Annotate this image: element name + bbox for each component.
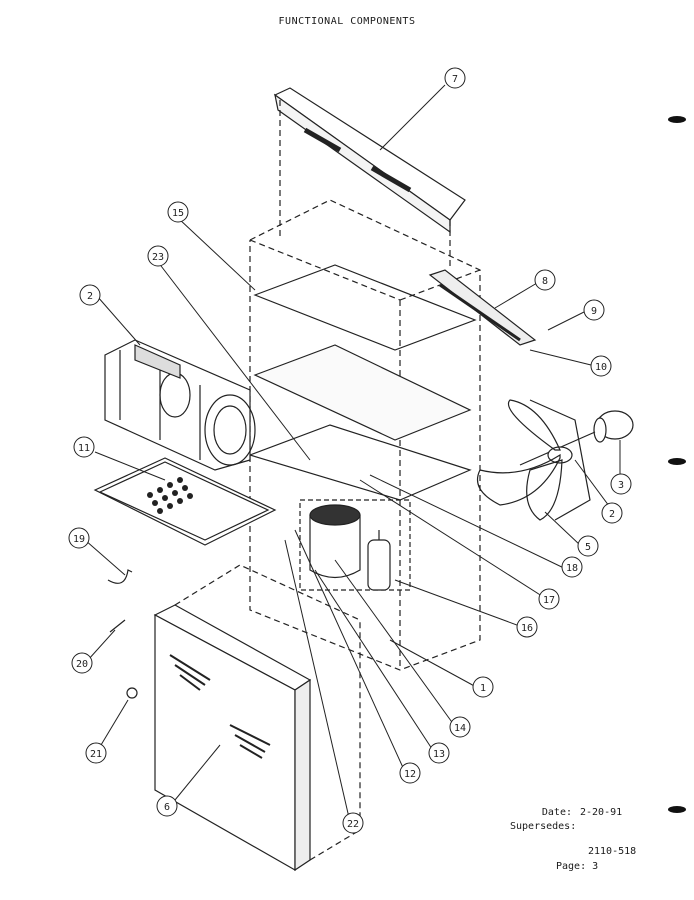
supersedes-row: Supersedes: — [510, 820, 622, 834]
callout-label: 1 — [480, 683, 486, 694]
filter-panel — [93, 457, 277, 546]
callout-10: 10 — [590, 355, 612, 377]
bottom-duct — [174, 564, 361, 861]
callout-label: 15 — [172, 208, 184, 219]
callout-label: 13 — [433, 749, 445, 760]
callout-label: 23 — [152, 252, 164, 263]
callout-21: 21 — [85, 742, 107, 764]
callout-label: 8 — [542, 276, 548, 287]
callout-label: 3 — [618, 480, 624, 491]
bracket-19 — [107, 569, 133, 584]
front-access-panel — [153, 604, 312, 872]
page-value: 3 — [592, 861, 599, 872]
knob-21 — [126, 687, 138, 699]
scan-mark — [668, 116, 686, 123]
leader-lines — [84, 84, 621, 823]
scan-mark — [668, 458, 686, 465]
callout-12: 12 — [399, 762, 421, 784]
date-row: Date: 2-20-91 — [510, 806, 622, 820]
callout-label: 22 — [347, 819, 359, 830]
callout-23: 23 — [147, 245, 169, 267]
callout-label: 5 — [585, 542, 591, 553]
blower-assembly — [104, 339, 256, 471]
callout-label: 19 — [73, 534, 85, 545]
callout-16: 16 — [516, 616, 538, 638]
callout-17: 17 — [538, 588, 560, 610]
callout-label: 21 — [90, 749, 102, 760]
page-row: Page: 3 — [556, 860, 598, 874]
callout-label: 18 — [566, 563, 578, 574]
date-value: 2-20-91 — [580, 807, 623, 818]
revision-block: Date: 2-20-91 Supersedes: — [510, 806, 622, 834]
accumulator — [367, 530, 391, 591]
bracket-20 — [109, 619, 126, 633]
callout-11: 11 — [73, 436, 95, 458]
callout-label: 2 — [609, 509, 615, 520]
callout-7: 7 — [444, 67, 466, 89]
date-label: Date: — [541, 807, 572, 818]
callout-9: 9 — [583, 299, 605, 321]
callout-3: 3 — [610, 473, 632, 495]
callout-label: 6 — [164, 802, 170, 813]
filter-mesh — [147, 477, 193, 514]
callout-8: 8 — [534, 269, 556, 291]
callout-6: 6 — [156, 795, 178, 817]
callout-5: 5 — [577, 535, 599, 557]
callout-label: 11 — [78, 443, 90, 454]
callout-label: 14 — [454, 723, 466, 734]
page-title: FUNCTIONAL COMPONENTS — [278, 16, 416, 27]
callout-label: 10 — [595, 362, 607, 373]
top-cover-panel — [273, 87, 466, 234]
scan-mark — [668, 806, 686, 813]
page-label: Page: — [556, 861, 587, 872]
callout-label: 12 — [404, 769, 416, 780]
callout-2-blower: 2 — [79, 284, 101, 306]
callout-15: 15 — [167, 201, 189, 223]
callout-label: 17 — [543, 595, 555, 606]
callout-label: 16 — [521, 623, 533, 634]
callout-label: 20 — [76, 659, 88, 670]
callout-20: 20 — [71, 652, 93, 674]
callout-22: 22 — [342, 812, 364, 834]
callout-label: 7 — [452, 74, 458, 85]
callout-18: 18 — [561, 556, 583, 578]
fan-motor — [519, 410, 634, 466]
callout-label: 9 — [591, 306, 597, 317]
callout-14: 14 — [449, 716, 471, 738]
internal-shelves — [248, 264, 477, 501]
callout-label: 2 — [87, 291, 93, 302]
control-rail — [428, 269, 537, 346]
document-number: 2110-518 — [588, 846, 637, 857]
supersedes-label: Supersedes: — [510, 821, 577, 832]
fan-blade — [476, 399, 591, 521]
compressor — [299, 499, 411, 591]
callout-13: 13 — [428, 742, 450, 764]
callout-2-fan: 2 — [601, 502, 623, 524]
callout-1: 1 — [472, 676, 494, 698]
callout-19: 19 — [68, 527, 90, 549]
